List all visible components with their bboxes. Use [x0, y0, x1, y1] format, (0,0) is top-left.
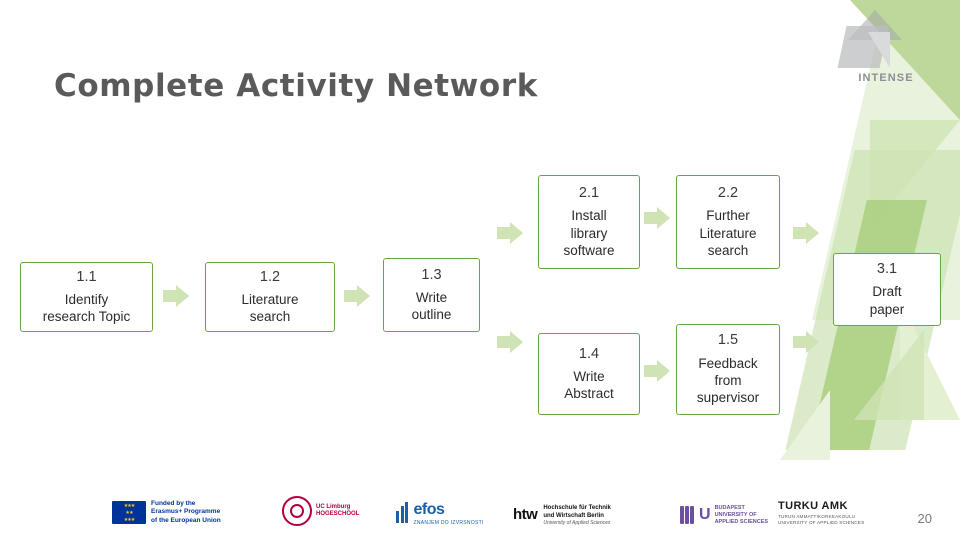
node-1-1-label-line2: research Topic	[42, 309, 131, 325]
page-number: 20	[917, 511, 932, 526]
arrow-1-1-to-1-2	[163, 285, 189, 307]
node-1-5-label-line3: supervisor	[696, 390, 760, 406]
node-2-1-label-line1: Install	[571, 208, 607, 224]
logo-mark-icon	[837, 10, 902, 72]
uc-line1: UC Limburg	[316, 503, 351, 510]
logo-turku-amk: TURKU AMK TURUN AMMATTIKORKEAKOULU UNIVE…	[778, 500, 864, 526]
logo-uc-limburg: UC Limburg HOGESCHOOL	[282, 496, 359, 526]
node-2-1[interactable]: 2.1 Install library software	[538, 175, 640, 269]
node-1-2[interactable]: 1.2 Literature search	[205, 262, 335, 332]
erasmus-line2: Erasmus+ Programme	[151, 508, 221, 516]
node-1-1-number: 1.1	[76, 268, 97, 285]
intense-logo: INTENSE	[837, 10, 932, 88]
logo-efos: efos ZNANJEM DO IZVRSNOSTI	[396, 500, 484, 526]
hu-line1: BUDAPEST	[714, 504, 745, 511]
node-1-2-number: 1.2	[259, 268, 281, 285]
node-3-1-label: Draft paper	[870, 283, 905, 318]
uc-limburg-text: UC Limburg HOGESCHOOL	[316, 504, 359, 519]
background-triangle-3	[854, 330, 924, 420]
node-1-5[interactable]: 1.5 Feedback from supervisor	[676, 324, 780, 415]
uc-limburg-mark-icon	[282, 496, 312, 526]
erasmus-line3: of the European Union	[151, 517, 221, 525]
node-1-5-label-line1: Feedback	[698, 355, 758, 371]
arrow-1-5-to-3-1	[793, 331, 819, 353]
node-1-5-label-line2: from	[714, 373, 742, 389]
node-1-3-label-line1: Write	[415, 289, 448, 305]
node-1-4-label-line2: Abstract	[564, 386, 614, 402]
hu-line2: UNIVERSITY OF	[714, 511, 757, 518]
node-1-4-label-line1: Write	[573, 368, 605, 384]
turku-text: TURKU AMK TURUN AMMATTIKORKEAKOULU UNIVE…	[778, 500, 864, 526]
node-1-1-label: Identify research Topic	[43, 291, 131, 326]
logo-htw-berlin: htw Hochschule für Technik und Wirtschaf…	[513, 505, 611, 526]
node-1-5-number: 1.5	[717, 332, 739, 349]
node-1-3-label: Write outline	[412, 289, 452, 324]
logo-wordmark: INTENSE	[858, 72, 914, 84]
node-2-2-label-line1: Further	[706, 208, 750, 224]
eu-flag-icon	[112, 501, 146, 525]
logo-obuda: U BUDAPEST UNIVERSITY OF APPLIED SCIENCE…	[680, 505, 768, 526]
arrow-2-2-to-3-1	[793, 222, 819, 244]
turku-word: TURKU AMK	[778, 500, 848, 513]
arrow-1-4-to-1-5	[644, 360, 670, 382]
htw-word: htw	[513, 506, 538, 524]
htw-line2: und Wirtschaft Berlin	[543, 512, 604, 519]
node-1-3[interactable]: 1.3 Write outline	[383, 258, 480, 332]
efos-word: efos	[413, 500, 445, 518]
htw-text: Hochschule für Technik und Wirtschaft Be…	[543, 505, 611, 526]
node-2-2[interactable]: 2.2 Further Literature search	[676, 175, 780, 269]
node-2-2-number: 2.2	[717, 184, 739, 201]
node-3-1-label-line2: paper	[869, 301, 905, 317]
turku-line2: UNIVERSITY OF APPLIED SCIENCES	[778, 520, 865, 526]
node-2-1-label: Install library software	[563, 207, 614, 259]
node-2-2-label-line3: search	[707, 242, 749, 258]
node-2-1-number: 2.1	[578, 184, 600, 201]
node-3-1[interactable]: 3.1 Draft paper	[833, 253, 941, 326]
node-2-1-label-line2: library	[570, 225, 608, 241]
node-1-5-label: Feedback from supervisor	[697, 355, 759, 407]
node-1-1[interactable]: 1.1 Identify research Topic	[20, 262, 153, 332]
footer-logos: Funded by the Erasmus+ Programme of the …	[0, 478, 960, 540]
node-1-1-label-line1: Identify	[64, 291, 109, 307]
node-1-4[interactable]: 1.4 Write Abstract	[538, 333, 640, 415]
uc-line2: HOGESCHOOL	[316, 511, 360, 517]
hu-text: BUDAPEST UNIVERSITY OF APPLIED SCIENCES	[715, 505, 768, 526]
node-1-3-number: 1.3	[421, 266, 442, 283]
arrow-2-1-to-2-2	[644, 207, 670, 229]
hu-line3: APPLIED SCIENCES	[714, 518, 769, 525]
node-2-2-label: Further Literature search	[699, 207, 756, 259]
node-1-4-label: Write Abstract	[564, 368, 614, 403]
hu-bars-icon	[680, 506, 695, 525]
node-3-1-label-line1: Draft	[872, 284, 902, 300]
efos-bars-icon	[396, 502, 410, 524]
erasmus-line1: Funded by the	[151, 499, 196, 507]
node-1-3-label-line2: outline	[411, 307, 452, 323]
node-2-2-label-line2: Literature	[699, 225, 757, 241]
arrow-1-3-to-2-1	[497, 222, 523, 244]
htw-line3: University of Applied Sciences	[543, 519, 611, 526]
erasmus-text: Funded by the Erasmus+ Programme of the …	[151, 500, 221, 526]
node-1-2-label-line2: search	[249, 309, 291, 325]
htw-line1: Hochschule für Technik	[543, 505, 611, 512]
turku-line1: TURUN AMMATTIKORKEAKOULU	[778, 514, 856, 520]
efos-text: efos ZNANJEM DO IZVRSNOSTI	[414, 500, 484, 526]
node-2-1-label-line3: software	[563, 242, 615, 258]
background-triangle-5	[780, 390, 830, 460]
background-triangle-2	[870, 120, 960, 230]
logo-erasmus: Funded by the Erasmus+ Programme of the …	[112, 500, 221, 526]
arrow-1-2-to-1-3	[344, 285, 370, 307]
node-1-4-number: 1.4	[578, 345, 600, 362]
node-3-1-number: 3.1	[876, 261, 898, 278]
node-1-2-label-line1: Literature	[241, 291, 299, 307]
hu-word: U	[699, 506, 711, 524]
node-1-2-label: Literature search	[241, 291, 298, 326]
efos-sub: ZNANJEM DO IZVRSNOSTI	[413, 519, 484, 526]
page-title: Complete Activity Network	[54, 68, 538, 104]
arrow-1-3-to-1-4	[497, 331, 523, 353]
